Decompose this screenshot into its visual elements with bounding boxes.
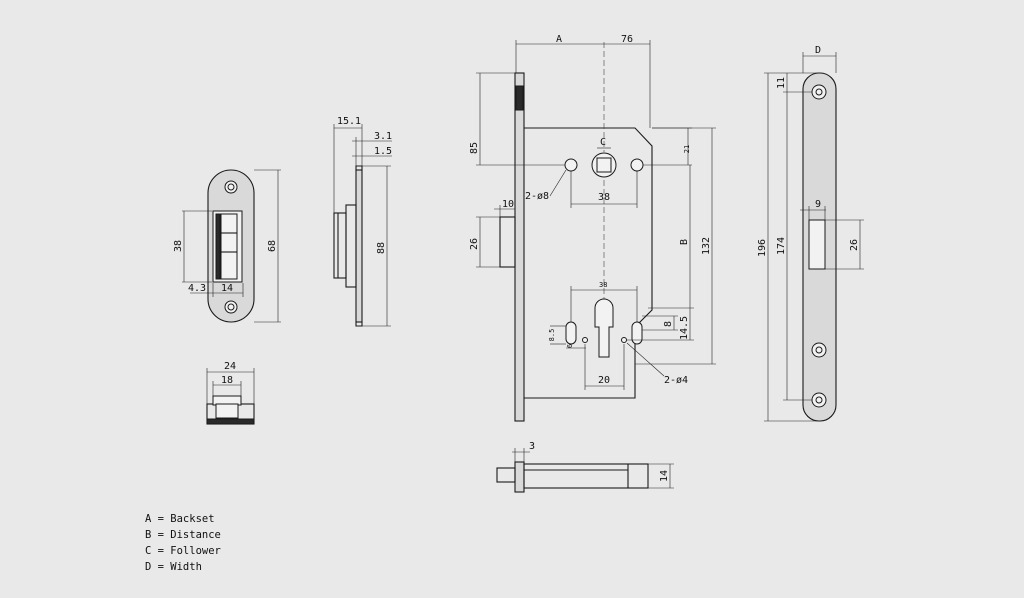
dim-face-26: 26: [849, 239, 860, 251]
dim-body-2-o8: 2-ø8: [525, 191, 549, 202]
dim-side-88: 88: [376, 242, 387, 254]
latch-stub: [499, 216, 516, 268]
dim-bolt-14: 14: [659, 470, 670, 482]
lock-faceplate: [514, 72, 525, 422]
fixing-hole-left: [564, 158, 578, 172]
dim-body-38-top: 38: [598, 192, 610, 203]
dim-body-85: 85: [469, 142, 480, 154]
strike-plate-bottom-view: 24 18: [206, 361, 255, 425]
dim-latch-10: 10: [502, 199, 514, 210]
dim-follower-C: C: [600, 137, 606, 148]
dim-body-38-mid: 38: [599, 281, 607, 289]
dim-strike-18: 18: [221, 375, 233, 386]
dim-body-20: 20: [598, 375, 610, 386]
dim-face-174: 174: [776, 237, 787, 255]
dim-side-15-1: 15.1: [337, 116, 361, 127]
dim-face-9: 9: [815, 199, 821, 210]
dim-face-196: 196: [757, 239, 768, 257]
dim-bolt-3: 3: [529, 441, 535, 452]
dim-strike-38: 38: [173, 240, 184, 252]
faceplate-latch-window: [808, 219, 826, 270]
legend: A = Backset B = Distance C = Follower D …: [145, 511, 221, 575]
faceplate-front: D 11 196 174 9 26: [757, 45, 864, 422]
strike-plate-side-view: 15.1 3.1 1.5 88: [333, 116, 392, 327]
dim-body-21: 21: [683, 145, 691, 153]
dim-strike-68: 68: [267, 240, 278, 252]
legend-backset: A = Backset: [145, 513, 215, 525]
dim-backset-A: A: [556, 34, 562, 45]
legend-distance: B = Distance: [145, 529, 221, 541]
slot-right: [631, 321, 643, 345]
dim-face-11: 11: [776, 77, 787, 89]
cylinder-cutout: [594, 298, 614, 358]
dim-body-2-o4: 2-ø4: [664, 375, 688, 386]
dim-strike-24: 24: [224, 361, 236, 372]
lock-case: [524, 127, 653, 399]
dim-side-1-5: 1.5: [374, 146, 392, 157]
dim-strike-4-3: 4.3: [188, 283, 206, 294]
dim-body-76: 76: [621, 34, 633, 45]
dim-strike-14: 14: [221, 283, 233, 294]
strike-plate-front: 38 68 4.3 14: [173, 169, 281, 323]
dim-side-3-1: 3.1: [374, 131, 392, 142]
legend-width: D = Width: [145, 561, 202, 573]
dim-body-8: 8: [663, 321, 674, 327]
legend-follower: C = Follower: [145, 545, 221, 557]
dim-distance-B: B: [679, 239, 690, 245]
lock-body: A 76 C 85 21 2-ø8 38 10 26 B: [469, 34, 716, 422]
dim-latch-26: 26: [469, 238, 480, 250]
slot-left: [565, 321, 577, 345]
dim-body-6: 6: [566, 344, 574, 348]
follower-square: [596, 157, 612, 173]
dim-body-8-5: 8.5: [548, 329, 556, 342]
fixing-hole-right: [630, 158, 644, 172]
dim-body-132: 132: [701, 237, 712, 255]
bolt-view: 3 14: [496, 441, 674, 493]
dim-width-D: D: [815, 45, 821, 56]
dim-body-14-5: 14.5: [679, 316, 690, 340]
